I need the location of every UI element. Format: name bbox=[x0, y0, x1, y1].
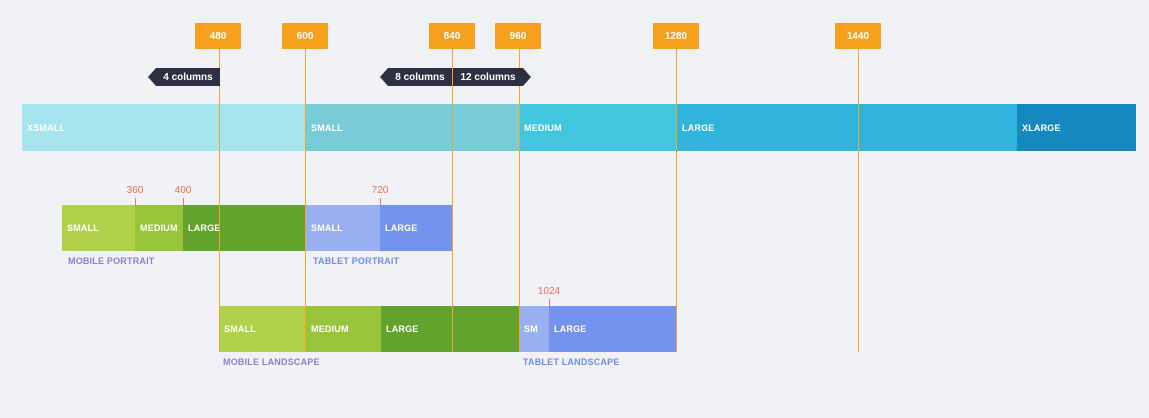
mobile-portrait-small: SMALL bbox=[62, 205, 135, 251]
guide-line-600 bbox=[305, 49, 306, 352]
eight-columns-tag: 8 columns bbox=[380, 68, 452, 86]
mobile-landscape-large: LARGE bbox=[381, 306, 519, 352]
breakpoint-840: 840 bbox=[429, 23, 475, 49]
breakpoint-1440: 1440 bbox=[835, 23, 881, 49]
mobile-portrait-label: MOBILE PORTRAIT bbox=[68, 256, 155, 266]
tablet-portrait-small: SMALL bbox=[306, 205, 380, 251]
window-large: LARGE bbox=[677, 104, 1017, 151]
tablet-landscape-large: LARGE bbox=[549, 306, 677, 352]
mobile-portrait-medium: MEDIUM bbox=[135, 205, 183, 251]
guide-line-840 bbox=[452, 49, 453, 352]
mobile-landscape-small: SMALL bbox=[219, 306, 306, 352]
window-medium: MEDIUM bbox=[519, 104, 677, 151]
tablet-landscape-label: TABLET LANDSCAPE bbox=[523, 357, 620, 367]
mobile-landscape-label: MOBILE LANDSCAPE bbox=[223, 357, 320, 367]
breakpoint-600: 600 bbox=[282, 23, 328, 49]
marker-360-tick bbox=[135, 198, 136, 205]
marker-720-label: 720 bbox=[371, 185, 389, 196]
guide-line-1280 bbox=[676, 49, 677, 352]
marker-1024-tick bbox=[549, 299, 550, 306]
window-small: SMALL bbox=[306, 104, 519, 151]
tablet-portrait-large: LARGE bbox=[380, 205, 452, 251]
tablet-landscape-sm: SM bbox=[519, 306, 549, 352]
guide-line-480 bbox=[219, 49, 220, 352]
marker-400-tick bbox=[183, 198, 184, 205]
marker-400-label: 400 bbox=[174, 185, 192, 196]
guide-line-960 bbox=[519, 49, 520, 352]
breakpoint-480: 480 bbox=[195, 23, 241, 49]
breakpoint-960: 960 bbox=[495, 23, 541, 49]
tablet-portrait-label: TABLET PORTRAIT bbox=[313, 256, 400, 266]
marker-720-tick bbox=[380, 198, 381, 205]
four-columns-tag: 4 columns bbox=[148, 68, 220, 86]
breakpoint-1280: 1280 bbox=[653, 23, 699, 49]
marker-1024-label: 1024 bbox=[537, 286, 561, 297]
mobile-portrait-large: LARGE bbox=[183, 205, 305, 251]
twelve-columns-tag: 12 columns bbox=[453, 68, 531, 86]
mobile-landscape-medium: MEDIUM bbox=[306, 306, 381, 352]
marker-360-label: 360 bbox=[126, 185, 144, 196]
window-xlarge: XLARGE bbox=[1017, 104, 1136, 151]
window-xsmall: XSMALL bbox=[22, 104, 306, 151]
guide-line-1440 bbox=[858, 49, 859, 352]
